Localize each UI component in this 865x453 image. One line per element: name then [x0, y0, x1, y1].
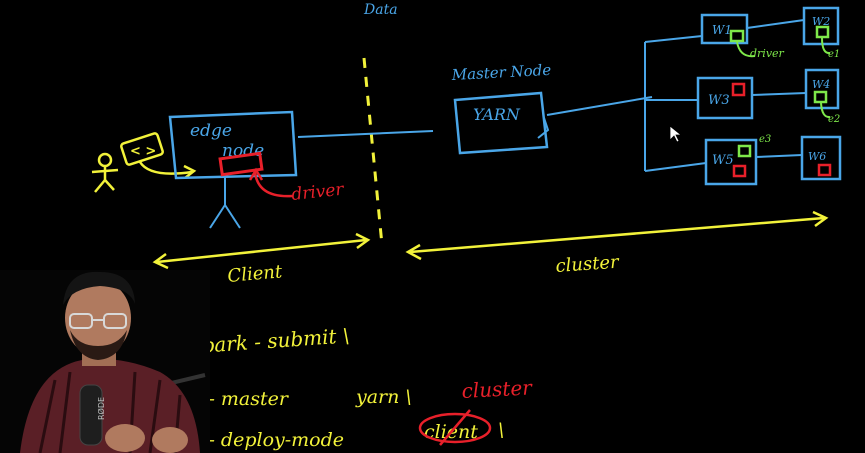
edge-node-stand — [209, 178, 241, 229]
worker-w4-label: W4 — [812, 78, 830, 91]
edge-node-box — [168, 110, 298, 180]
driver-block — [218, 151, 264, 177]
driver-label: driver — [290, 180, 345, 205]
client-span-arrow — [152, 232, 371, 270]
client-label: Client — [227, 261, 284, 287]
worker-w6-label: W6 — [808, 150, 826, 163]
data-label: Data — [363, 2, 398, 18]
worker-w3: W3 — [696, 76, 754, 120]
cluster-alt-value: cluster — [461, 375, 534, 403]
edge-master-link — [297, 130, 434, 138]
master-node-box — [453, 91, 549, 155]
executor-e2-label: e2 — [828, 114, 840, 125]
submit-arrow — [138, 161, 193, 175]
worker-bus — [644, 35, 707, 172]
mouse-cursor-icon[interactable] — [669, 125, 683, 143]
cluster-label: cluster — [555, 252, 621, 277]
code-icon: < > — [120, 132, 164, 166]
executor-container — [737, 144, 752, 158]
worker-w5: W5 — [704, 138, 758, 186]
executor-container — [815, 25, 830, 39]
container — [731, 82, 746, 97]
executor-e1-label: e1 — [828, 49, 840, 60]
master-option: - - master — [196, 388, 290, 410]
yarn-label: YARN — [473, 105, 521, 124]
worker-w3-label: W3 — [708, 93, 730, 108]
executor-container — [813, 90, 828, 104]
driver-container-label: driver — [750, 47, 785, 60]
worker-w6: W6 — [800, 135, 842, 181]
container — [817, 163, 832, 177]
master-bus-link — [546, 96, 653, 116]
edge-label: edge — [190, 121, 232, 141]
client-cluster-divider — [362, 57, 384, 246]
driver-container — [729, 29, 745, 43]
deploy-mode-continuation: \ — [498, 419, 504, 441]
worker-w1-label: W1 — [712, 23, 732, 37]
cluster-span-arrow — [405, 210, 829, 261]
worker-w2-label: W2 — [812, 15, 830, 28]
master-value: yarn \ — [355, 386, 412, 408]
worker-w5-label: W5 — [712, 153, 734, 168]
svg-text:RØDE: RØDE — [96, 397, 106, 420]
master-node-label: Master Node — [450, 61, 551, 84]
worker-w4: W4 — [804, 68, 840, 110]
deploy-mode-option: - - deploy-mode — [196, 429, 344, 451]
stick-figure-icon — [91, 152, 119, 193]
code-symbol: < > — [130, 144, 156, 159]
executor-e3-label: e3 — [759, 134, 771, 145]
client-strike-mark — [418, 409, 492, 446]
worker-w1: W1 — [700, 13, 749, 45]
driver-pointer — [253, 171, 293, 198]
presenter-webcam: RØDE — [0, 270, 210, 453]
worker-w2: W2 — [802, 6, 840, 46]
container — [732, 164, 747, 178]
